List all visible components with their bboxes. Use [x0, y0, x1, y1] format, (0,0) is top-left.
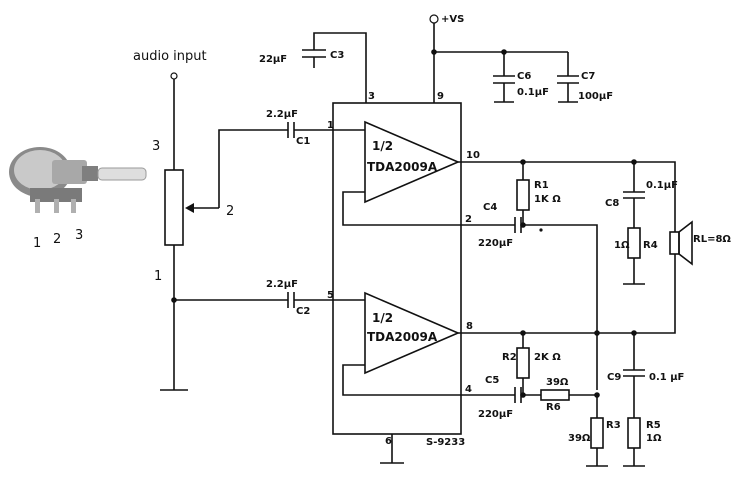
svg-text:C8: C8	[605, 198, 619, 209]
svg-text:1K Ω: 1K Ω	[534, 194, 561, 205]
capacitor-c3: 22µF C3	[259, 32, 367, 103]
svg-text:39Ω: 39Ω	[568, 433, 591, 444]
speaker-load-label: RL=8Ω	[693, 234, 731, 245]
ic-part-code: S-9233	[426, 437, 465, 448]
input-potentiometer	[164, 169, 184, 246]
svg-text:100µF: 100µF	[578, 91, 613, 102]
svg-text:C3: C3	[330, 50, 344, 61]
svg-text:R5: R5	[646, 420, 661, 431]
input-terminal	[170, 72, 178, 80]
pin-3-label: 3	[368, 91, 375, 102]
photo-pin-1: 1	[33, 236, 41, 251]
svg-text:0.1µF: 0.1µF	[517, 87, 549, 98]
capacitor-c2: 2.2µF C2	[266, 279, 365, 317]
pin-8-label: 8	[466, 321, 473, 332]
resistor-r2: R2 2K Ω	[502, 333, 561, 395]
capacitor-c5: C5 220µF	[478, 375, 523, 420]
wire-wiper-to-c1	[218, 129, 288, 208]
svg-text:TDA2009A: TDA2009A	[367, 160, 438, 174]
svg-text:R6: R6	[546, 402, 561, 413]
capacitor-c4: C4 220µF	[478, 202, 523, 249]
pin-6-label: 6	[385, 436, 392, 447]
svg-text:C7: C7	[581, 71, 595, 82]
svg-text:R4: R4	[643, 240, 658, 251]
speaker-icon: RL=8Ω	[669, 220, 731, 266]
svg-text:2K Ω: 2K Ω	[534, 352, 561, 363]
pot-pin-3-label: 3	[152, 139, 160, 154]
wiper-arrow-icon	[185, 203, 194, 213]
capacitor-c8: 0.1µF C8	[605, 162, 678, 228]
svg-text:1/2: 1/2	[372, 311, 393, 325]
svg-text:1Ω: 1Ω	[614, 240, 630, 251]
resistor-r5: R5 1Ω	[623, 417, 662, 467]
capacitor-c9: C9 0.1 µF	[607, 333, 684, 418]
wire-output-1	[458, 161, 676, 232]
svg-text:R3: R3	[606, 420, 621, 431]
svg-text:2.2µF: 2.2µF	[266, 109, 298, 120]
pin-4-label: 4	[465, 384, 472, 395]
svg-text:C9: C9	[607, 372, 621, 383]
wire-output-2	[458, 254, 676, 334]
resistor-r3: 39Ω R3	[568, 395, 621, 467]
wire-amp1-feedback	[342, 191, 487, 226]
svg-text:22µF: 22µF	[259, 54, 287, 65]
ic-ground	[380, 434, 404, 464]
svg-text:C5: C5	[485, 375, 499, 386]
wire-cross-bootstrap	[523, 224, 598, 390]
svg-text:0.1 µF: 0.1 µF	[649, 372, 684, 383]
svg-text:C6: C6	[517, 71, 531, 82]
svg-text:220µF: 220µF	[478, 409, 513, 420]
ic-body	[332, 102, 462, 435]
wire-amp2-feedback	[342, 364, 487, 396]
svg-text:39Ω: 39Ω	[546, 377, 569, 388]
pin-9-label: 9	[437, 91, 444, 102]
svg-text:TDA2009A: TDA2009A	[367, 330, 438, 344]
pot-pin-1-label: 1	[154, 269, 162, 284]
svg-text:1/2: 1/2	[372, 139, 393, 153]
svg-text:C2: C2	[296, 306, 310, 317]
pin-2-label: 2	[465, 214, 472, 225]
potentiometer-photo: 1 2 3	[9, 147, 147, 251]
capacitor-c6: C6 0.1µF	[493, 52, 549, 103]
resistor-r6: 39Ω R6	[523, 377, 597, 413]
supply-terminal	[429, 14, 439, 24]
amplifier-2: 1/2 TDA2009A	[364, 291, 461, 375]
resistor-r4: 1Ω R4	[614, 227, 658, 285]
svg-text:R1: R1	[534, 180, 549, 191]
pin-5-label: 5	[327, 290, 334, 301]
svg-text:0.1µF: 0.1µF	[646, 180, 678, 191]
pot-wiper-label: 2	[226, 204, 234, 219]
capacitor-c1: 2.2µF C1	[266, 109, 365, 147]
svg-text:R2: R2	[502, 352, 517, 363]
svg-text:C1: C1	[296, 136, 310, 147]
amplifier-1: 1/2 TDA2009A	[364, 120, 461, 204]
pin-1-label: 1	[327, 120, 334, 131]
photo-pin-2: 2	[53, 232, 61, 247]
supply-label: +VS	[441, 14, 464, 25]
svg-text:C4: C4	[483, 202, 497, 213]
resistor-r1: R1 1K Ω	[516, 162, 561, 225]
svg-text:2.2µF: 2.2µF	[266, 279, 298, 290]
pin-10-label: 10	[466, 150, 480, 161]
audio-input-label: audio input	[133, 49, 207, 64]
svg-text:1Ω: 1Ω	[646, 433, 662, 444]
capacitor-c7: C7 100µF	[557, 52, 613, 103]
svg-text:220µF: 220µF	[478, 238, 513, 249]
photo-pin-3: 3	[75, 228, 83, 243]
